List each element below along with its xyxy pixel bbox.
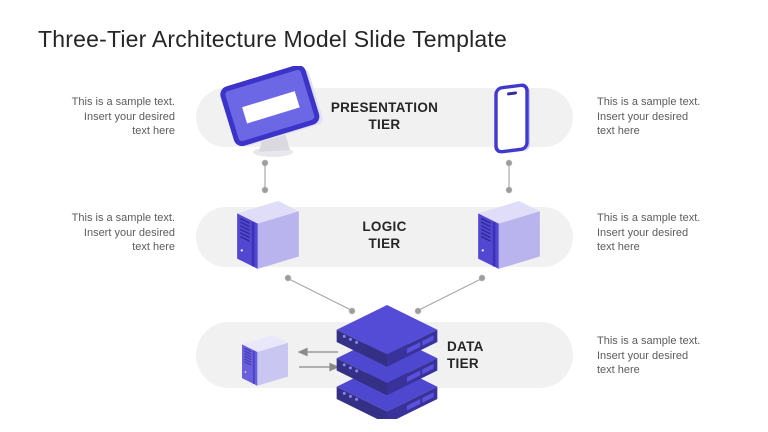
smartphone-icon	[489, 74, 535, 159]
database-server-stack-icon	[334, 305, 440, 424]
data-tier-right-text: This is a sample text. Insert your desir…	[597, 335, 701, 376]
presentation-tier-left-text: This is a sample text. Insert your desir…	[71, 96, 175, 137]
logic-tier-label: LOGIC TIER	[362, 219, 407, 251]
presentation-tier-right-text: This is a sample text. Insert your desir…	[597, 96, 701, 137]
server-tower-icon	[237, 201, 299, 278]
desktop-computer-icon	[219, 64, 323, 165]
presentation-tier-label: PRESENTATION TIER	[330, 100, 439, 132]
logic-tier-left-text: This is a sample text. Insert your desir…	[71, 212, 175, 253]
server-tower-icon	[478, 201, 540, 278]
logic-tier-right-text: This is a sample text. Insert your desir…	[597, 212, 701, 253]
slide-title: Three-Tier Architecture Model Slide Temp…	[38, 26, 508, 52]
small-server-tower-icon	[242, 335, 288, 394]
data-tier-label: DATA TIER	[447, 339, 484, 371]
